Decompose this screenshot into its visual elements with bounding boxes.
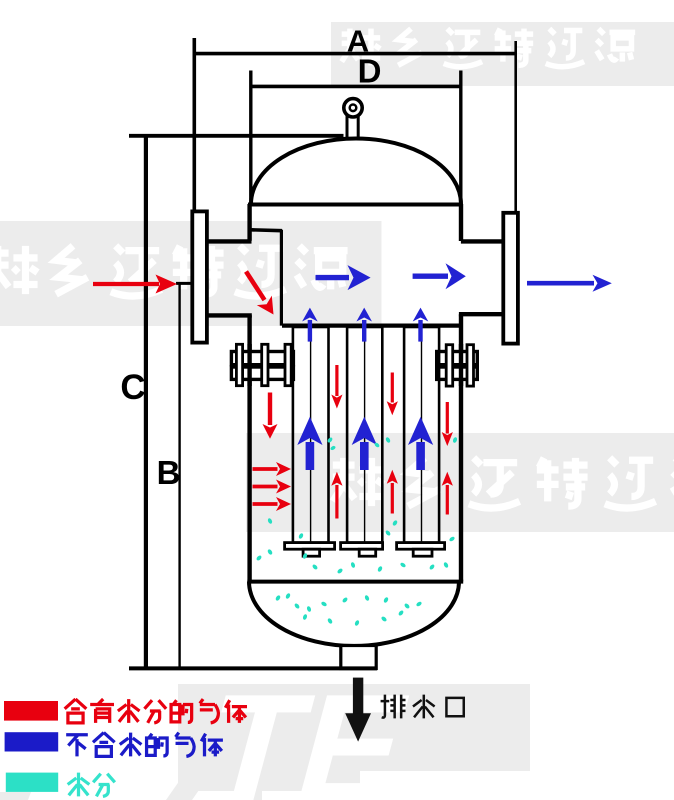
svg-text:A: A: [347, 24, 369, 59]
svg-text:TE: TE: [187, 662, 427, 800]
svg-text:D: D: [358, 53, 382, 90]
svg-text:C: C: [120, 368, 145, 407]
svg-text:B: B: [157, 454, 181, 491]
